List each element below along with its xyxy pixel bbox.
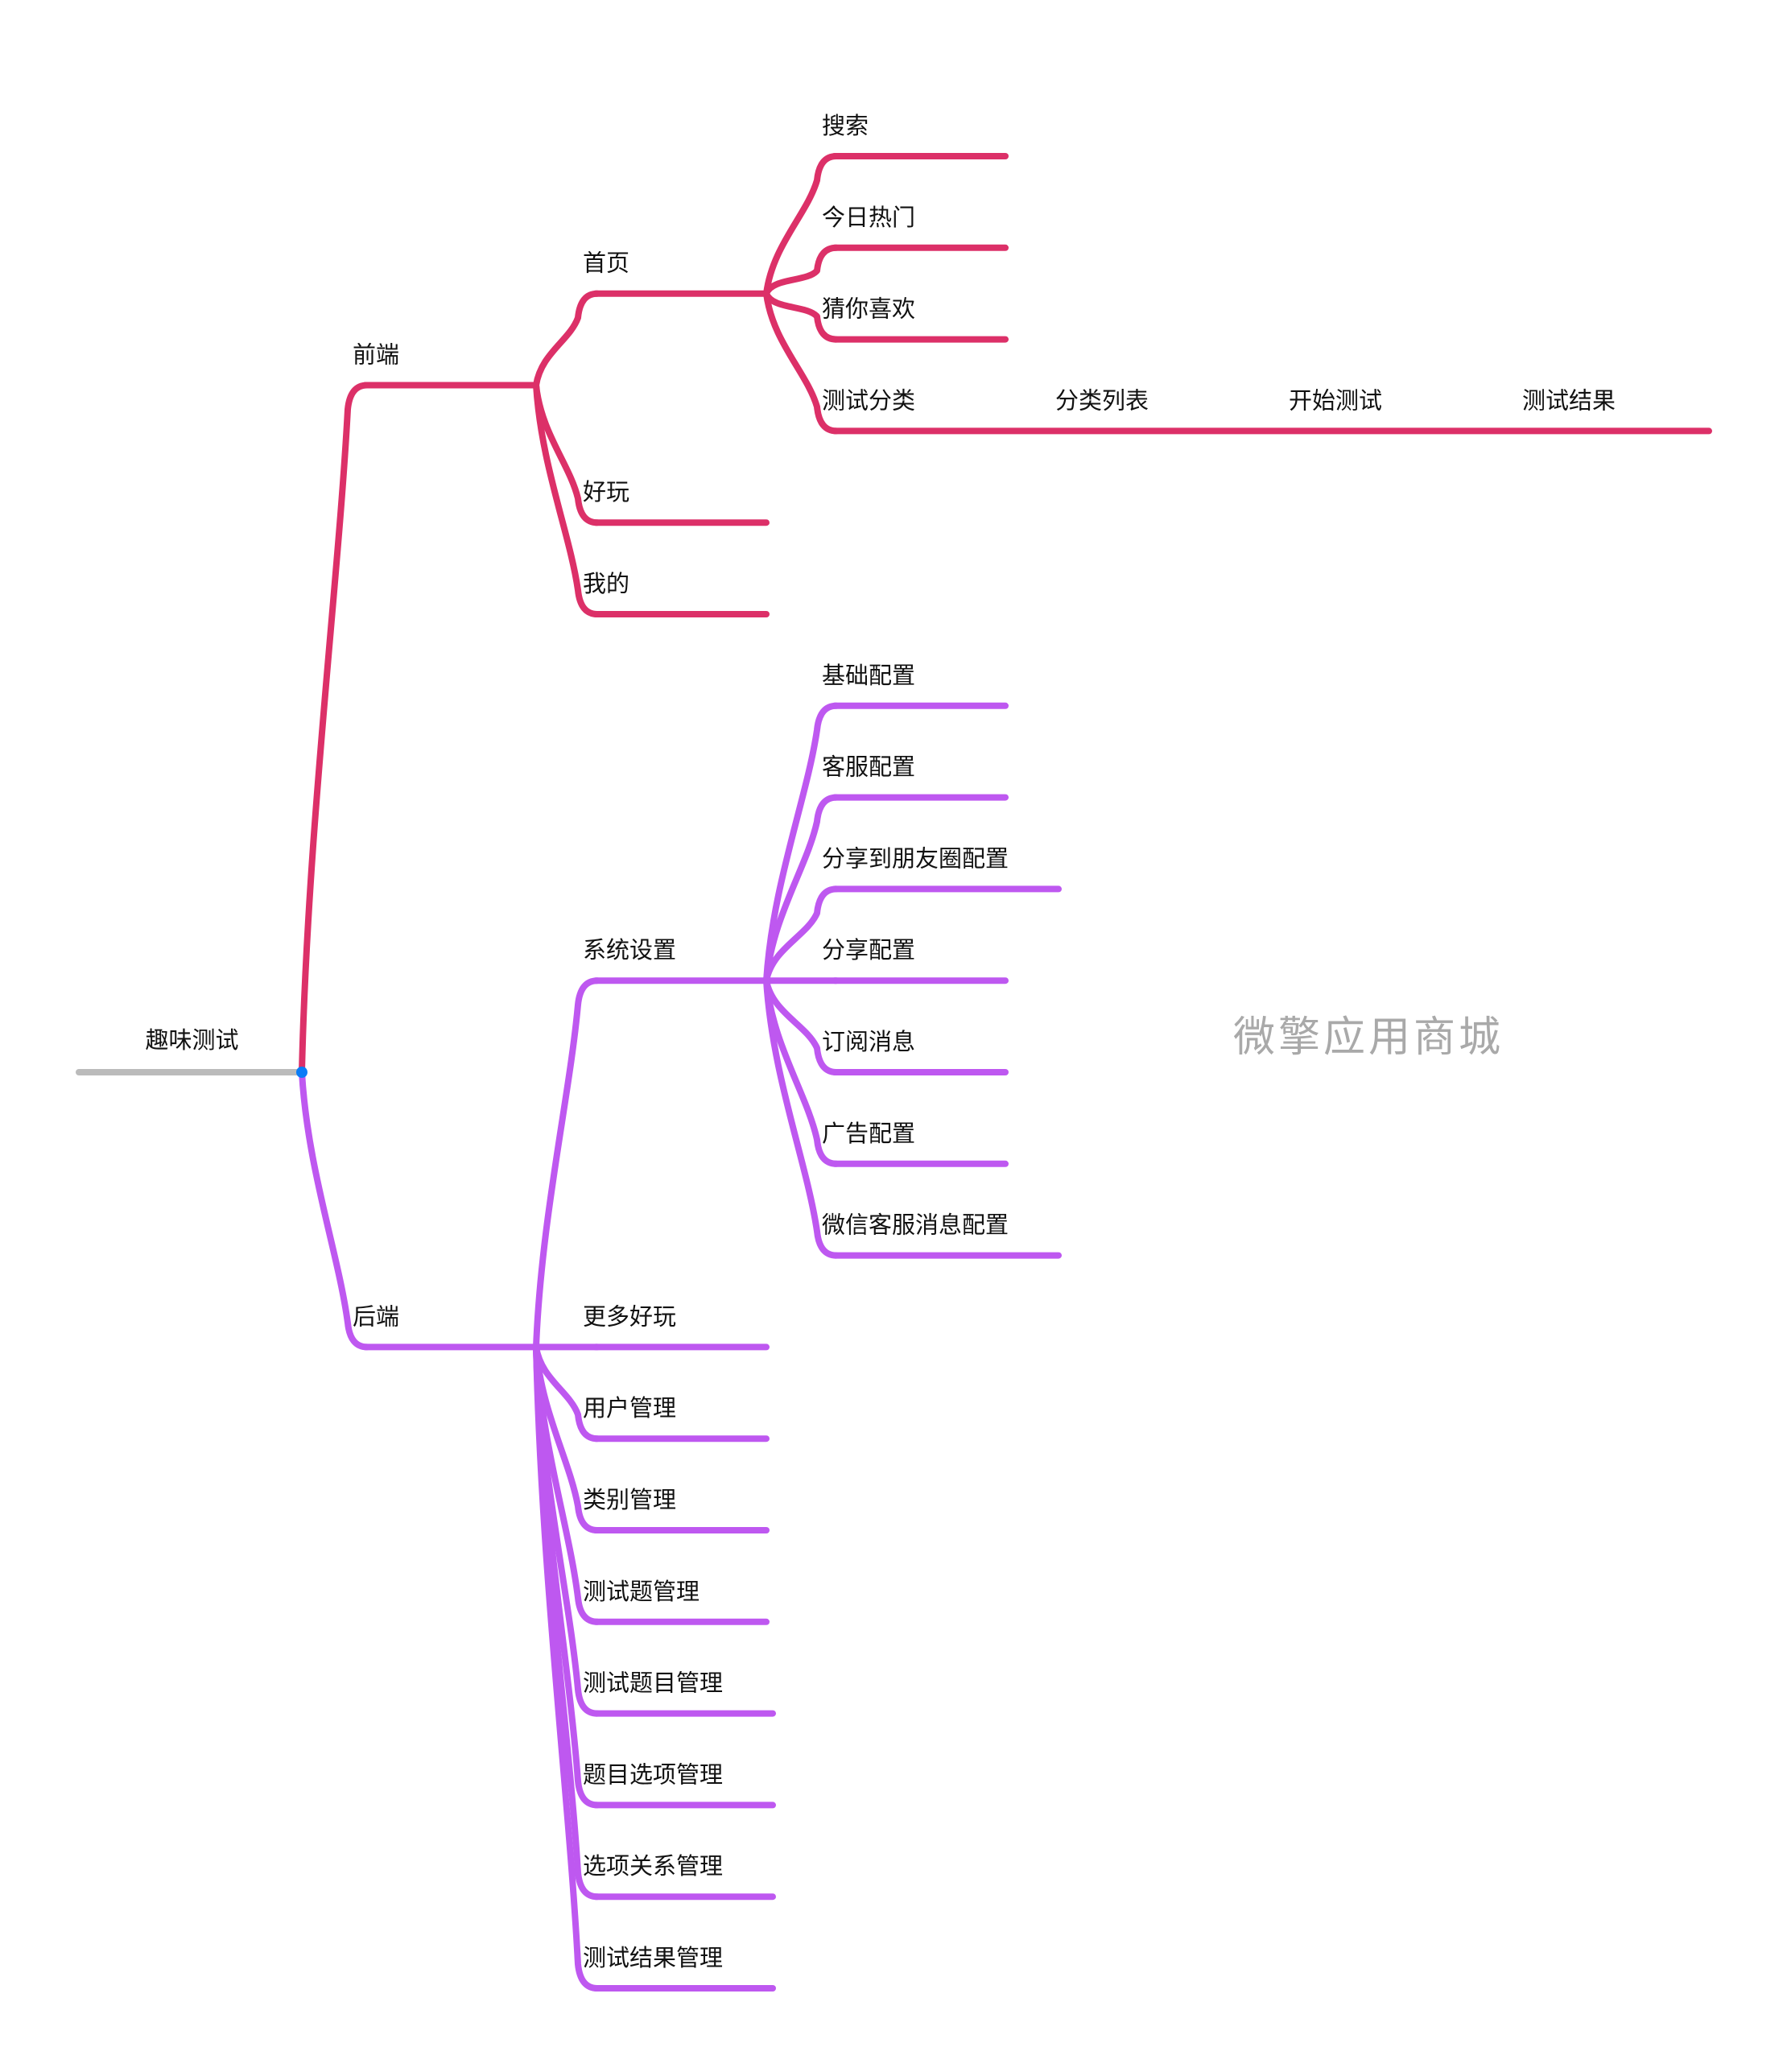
- branch-connector: [533, 382, 600, 526]
- node-label[interactable]: 用户管理: [583, 1394, 676, 1422]
- node-label[interactable]: 测试题目管理: [583, 1670, 723, 1697]
- node-label[interactable]: 基础配置: [822, 662, 915, 689]
- branch-connector: [763, 977, 840, 1075]
- node-label[interactable]: 测试分类: [822, 386, 915, 414]
- root-junction-dot[interactable]: [296, 1067, 307, 1078]
- node-label[interactable]: 更多好玩: [583, 1302, 676, 1330]
- branch-connector: [763, 153, 840, 297]
- node-label[interactable]: 后端: [353, 1302, 399, 1330]
- branch-connector: [299, 1069, 370, 1351]
- node-label[interactable]: 分享配置: [822, 936, 915, 964]
- branch-connector: [533, 382, 600, 617]
- chain-node-label[interactable]: 测试结果: [1522, 386, 1616, 414]
- branch-connector: [763, 290, 840, 343]
- branch-connector: [763, 977, 840, 1167]
- node-label[interactable]: 微信客服消息配置: [822, 1211, 1009, 1239]
- branch-connector: [763, 977, 840, 1259]
- node-label[interactable]: 首页: [583, 250, 629, 277]
- branch-connector: [763, 885, 840, 984]
- node-label[interactable]: 订阅消息: [822, 1028, 915, 1055]
- root-node-label[interactable]: 趣味测试: [145, 1026, 238, 1054]
- node-label[interactable]: 今日热门: [822, 204, 915, 231]
- branch-connector: [763, 290, 840, 435]
- chain-node-label[interactable]: 开始测试: [1289, 386, 1382, 414]
- branch-connector: [533, 1343, 600, 1443]
- branch-connector: [299, 382, 370, 1075]
- node-label[interactable]: 我的: [583, 570, 629, 597]
- branch-connector: [533, 290, 600, 389]
- node-label[interactable]: 系统设置: [583, 936, 676, 964]
- node-label[interactable]: 广告配置: [822, 1120, 915, 1147]
- node-label[interactable]: 题目选项管理: [583, 1760, 723, 1788]
- node-label[interactable]: 类别管理: [583, 1486, 676, 1513]
- node-label[interactable]: 测试结果管理: [583, 1944, 723, 1971]
- chain-node-label[interactable]: 分类列表: [1055, 386, 1149, 414]
- branch-connector: [763, 702, 840, 984]
- branch-connector: [533, 1343, 600, 1992]
- branch-connector: [763, 794, 840, 984]
- node-label[interactable]: 选项关系管理: [583, 1852, 723, 1880]
- node-label[interactable]: 猜你喜欢: [822, 295, 915, 323]
- watermark-text: 微擎应用商城: [1233, 1013, 1504, 1062]
- mind-map-edges: [76, 153, 1712, 1992]
- node-label[interactable]: 分享到朋友圈配置: [822, 844, 1009, 872]
- branch-connector: [763, 244, 840, 297]
- node-label[interactable]: 好玩: [583, 478, 629, 506]
- node-label[interactable]: 客服配置: [822, 753, 915, 781]
- node-label[interactable]: 搜索: [822, 112, 869, 139]
- branch-connector: [533, 977, 600, 1351]
- node-label[interactable]: 前端: [353, 341, 399, 369]
- node-label[interactable]: 测试题管理: [583, 1578, 700, 1605]
